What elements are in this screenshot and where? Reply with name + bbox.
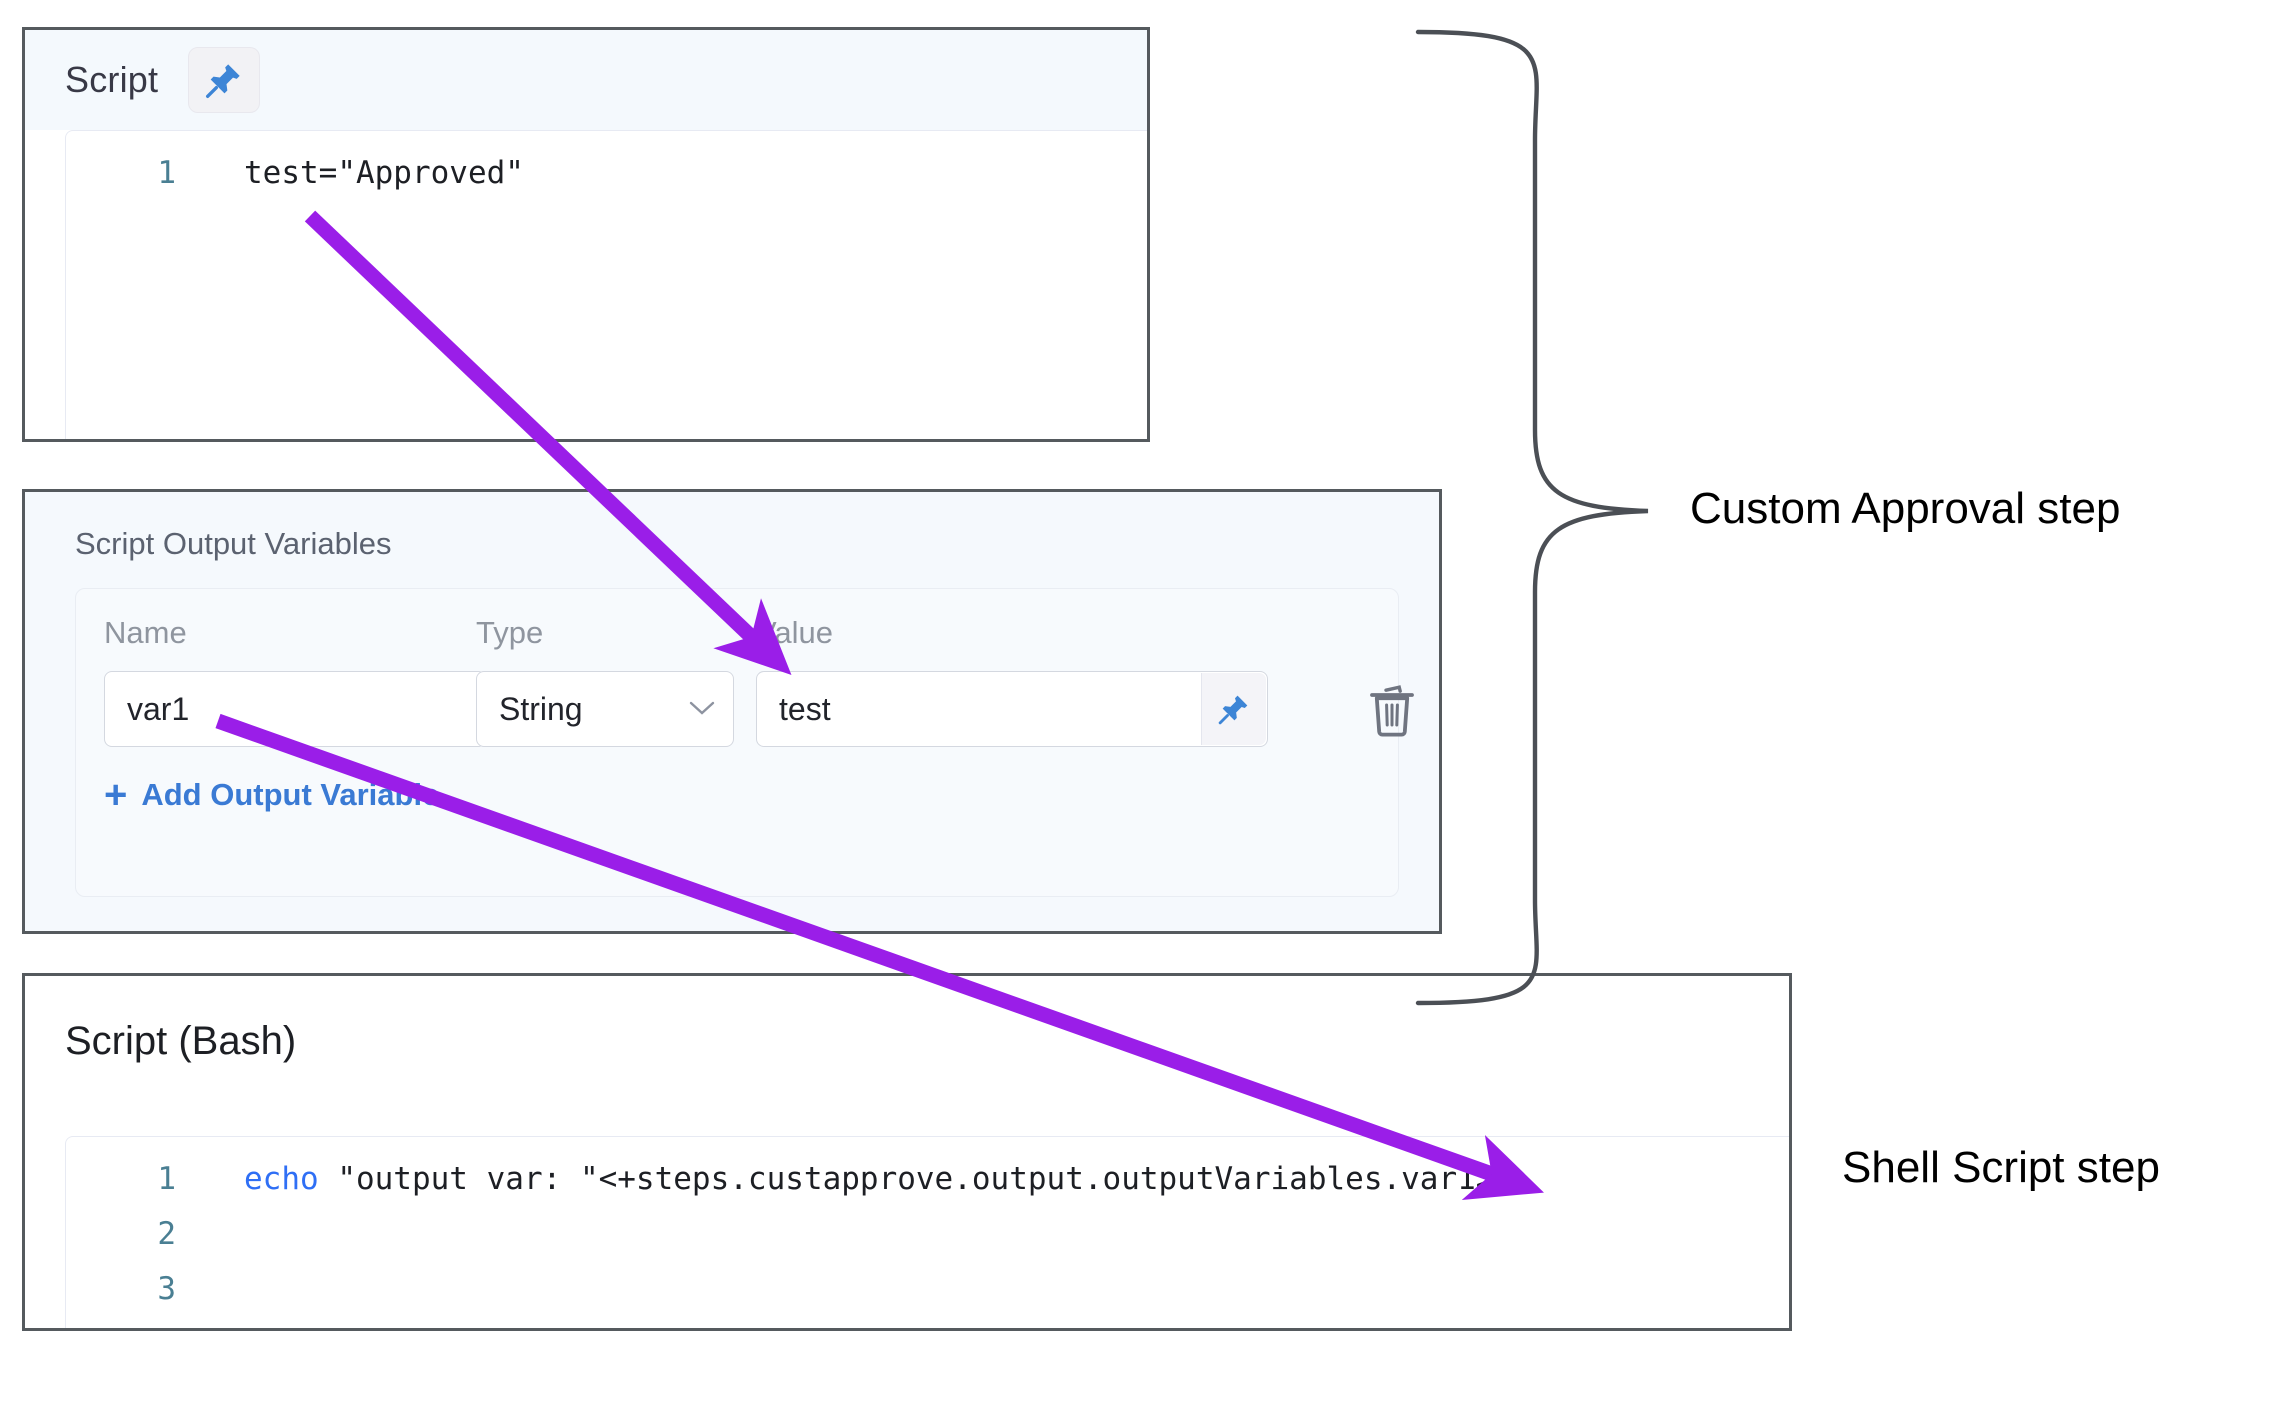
- chevron-down-glyph: [689, 701, 715, 715]
- trash-icon[interactable]: [1366, 681, 1418, 744]
- curly-brace: [1415, 29, 1649, 1006]
- annotation-custom-approval-step: Custom Approval step: [1690, 484, 2121, 533]
- line-number: 3: [157, 1270, 176, 1307]
- script-panel-title: Script: [65, 59, 159, 100]
- plus-icon: +: [104, 773, 128, 817]
- script-output-variables-title: Script Output Variables: [75, 526, 392, 561]
- output-variables-card: Name Type Value var1 String test: [75, 588, 1414, 897]
- annotation-shell-script-step: Shell Script step: [1842, 1143, 2160, 1192]
- output-variable-value-text: test: [779, 690, 831, 727]
- code-text: test="Approved": [244, 155, 524, 191]
- output-variable-type-value: String: [499, 690, 583, 727]
- column-header-type: Type: [476, 615, 544, 650]
- output-variable-name-input[interactable]: var1: [104, 671, 486, 747]
- script-panel-header: Script: [25, 30, 1147, 130]
- script-output-variables-panel: Script Output Variables Name Type Value …: [22, 489, 1442, 934]
- line-number: 1: [157, 1160, 176, 1197]
- code-keyword: echo: [244, 1160, 319, 1197]
- bash-script-panel: Script (Bash) 1 echo "output var: "<+ste…: [22, 973, 1792, 1331]
- output-variable-name-value: var1: [127, 690, 190, 727]
- pushpin-icon[interactable]: [1201, 673, 1266, 745]
- script-code-editor[interactable]: 1 test="Approved": [65, 130, 1147, 439]
- chevron-down-icon: [689, 697, 715, 721]
- trash-glyph: [1370, 685, 1414, 737]
- code-line: 1 test="Approved": [66, 147, 1147, 199]
- column-header-name: Name: [104, 615, 187, 650]
- add-output-variable-label: Add Output Variable: [141, 777, 440, 812]
- code-line: 3: [66, 1261, 1789, 1316]
- code-text: echo "output var: "<+steps.custapprove.o…: [176, 1161, 1494, 1197]
- line-number: 2: [157, 1215, 176, 1252]
- pushpin-glyph: [206, 64, 240, 99]
- pushpin-glyph: [1218, 695, 1248, 725]
- bash-script-title: Script (Bash): [65, 1019, 297, 1063]
- script-panel: Script 1 test="Approved": [22, 27, 1150, 442]
- output-variable-type-select[interactable]: String: [476, 671, 734, 747]
- output-variable-value-input[interactable]: test: [756, 671, 1268, 747]
- code-line: 1 echo "output var: "<+steps.custapprove…: [66, 1151, 1789, 1206]
- column-header-value: Value: [756, 615, 833, 650]
- add-output-variable-button[interactable]: + Add Output Variable: [104, 775, 439, 815]
- code-rest: "output var: "<+steps.custapprove.output…: [318, 1160, 1495, 1197]
- pushpin-icon[interactable]: [188, 47, 261, 113]
- line-number: 1: [157, 155, 176, 191]
- bash-code-editor[interactable]: 1 echo "output var: "<+steps.custapprove…: [65, 1136, 1789, 1328]
- code-line: 2: [66, 1206, 1789, 1261]
